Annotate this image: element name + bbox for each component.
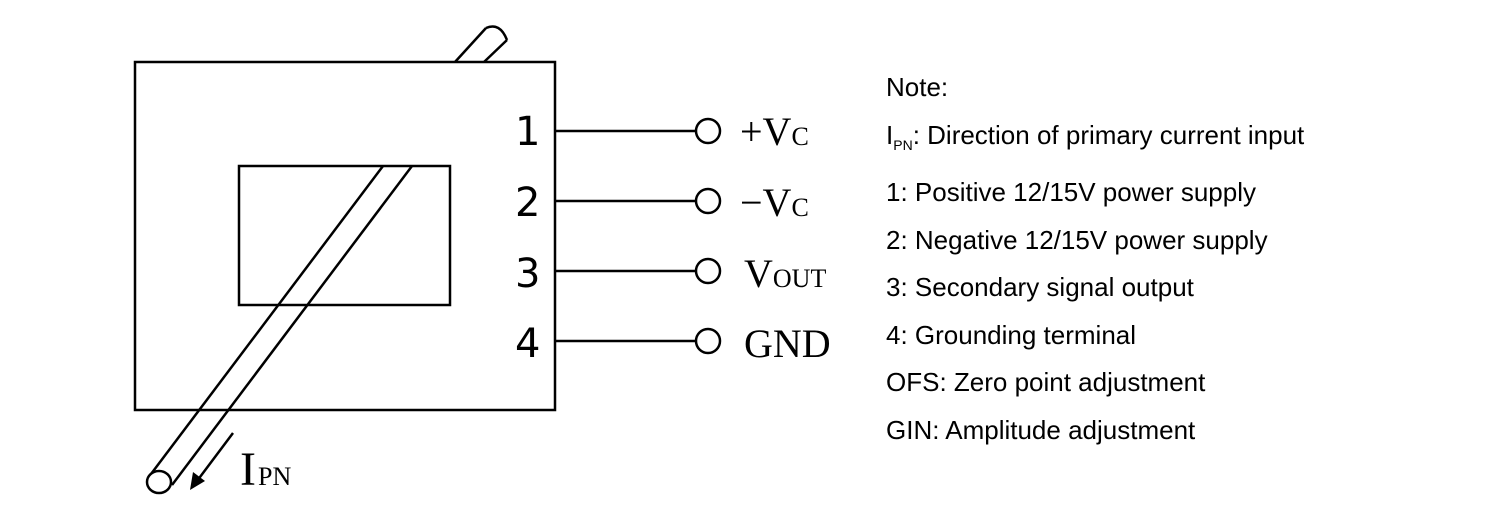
- terminal-icon: [694, 187, 722, 215]
- pin-signal: VOUT: [744, 251, 826, 296]
- pin-number: 4: [515, 321, 540, 367]
- pin-3: 3 VOUT: [515, 251, 826, 297]
- terminal-icon: [694, 117, 722, 145]
- terminal-icon: [694, 257, 722, 285]
- notes-title: Note:: [886, 72, 949, 102]
- sensor-diagram: IPN 1 +VC 2 −VC 3 VOUT 4 GND: [133, 25, 831, 496]
- pin-2: 2 −VC: [515, 180, 809, 226]
- terminal-icon: [694, 327, 722, 355]
- pin-number: 1: [515, 109, 540, 155]
- primary-conductor: [145, 165, 413, 495]
- note-item: 1: Positive 12/15V power supply: [886, 177, 1256, 207]
- note-item: OFS: Zero point adjustment: [886, 367, 1206, 397]
- note-ipn: IPN: Direction of primary current input: [886, 119, 1305, 153]
- current-direction-arrow: [190, 432, 234, 490]
- pin-4: 4 GND: [515, 321, 831, 367]
- note-item: 2: Negative 12/15V power supply: [886, 224, 1268, 255]
- note-item: 3: Secondary signal output: [886, 272, 1194, 302]
- pin-1: 1 +VC: [515, 109, 809, 155]
- pin-signal: +VC: [740, 109, 809, 154]
- pin-signal: −VC: [740, 180, 809, 225]
- pin-number: 3: [515, 251, 540, 297]
- current-label: IPN: [240, 443, 291, 496]
- core-window: [237, 164, 452, 307]
- notes-panel: Note: IPN: Direction of primary current …: [886, 64, 1304, 454]
- primary-conductor-top: [454, 25, 509, 63]
- note-item: GIN: Amplitude adjustment: [886, 414, 1196, 445]
- pin-signal: GND: [744, 321, 831, 366]
- pin-number: 2: [515, 180, 540, 226]
- note-item: 4: Grounding terminal: [886, 319, 1137, 350]
